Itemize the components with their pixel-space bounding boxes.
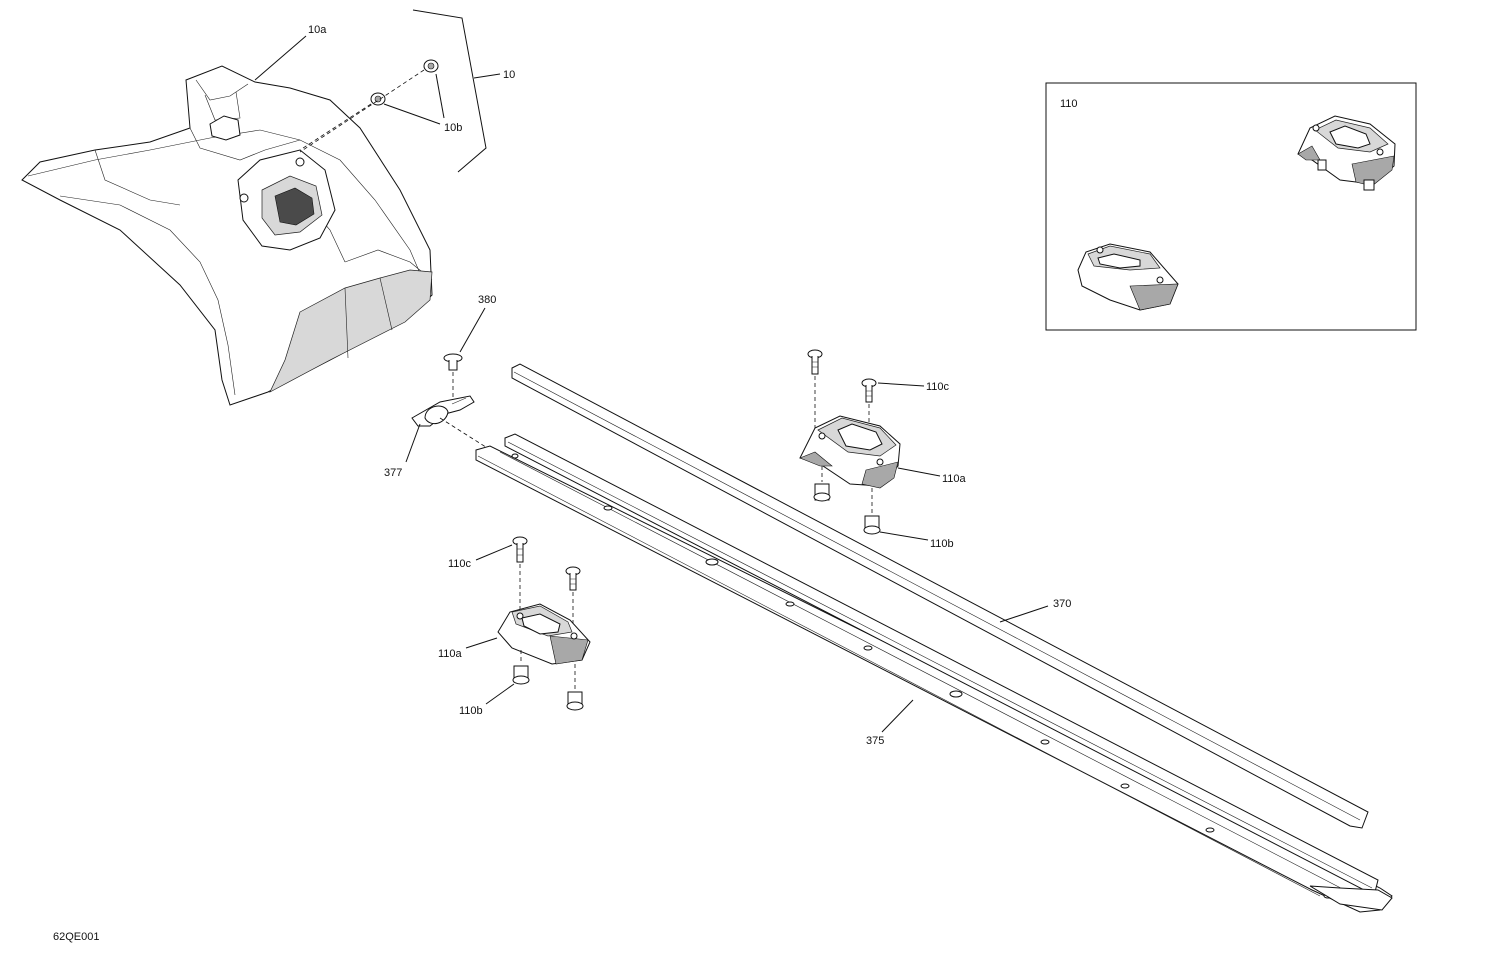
callout-labels: 10a 10 10b 380 377 110 110c 110a 110b 37… bbox=[53, 24, 1078, 943]
label-10b: 10b bbox=[444, 122, 462, 134]
group-bracket-10 bbox=[412, 9, 501, 173]
label-377: 377 bbox=[384, 467, 402, 479]
label-375: 375 bbox=[866, 735, 884, 747]
handle-upper bbox=[799, 349, 941, 541]
inset-box-110 bbox=[1045, 82, 1417, 331]
clip-380 bbox=[443, 307, 486, 398]
rail-370 bbox=[511, 363, 1369, 829]
label-110: 110 bbox=[1060, 98, 1078, 110]
rail-375 bbox=[475, 433, 1393, 913]
label-110b-upper: 110b bbox=[930, 538, 954, 550]
label-110a-lower: 110a bbox=[438, 648, 463, 660]
clip-377 bbox=[405, 395, 501, 463]
label-10: 10 bbox=[503, 69, 515, 81]
label-10a: 10a bbox=[308, 24, 327, 36]
label-110b-lower: 110b bbox=[459, 705, 483, 717]
inset-handle-left bbox=[1077, 243, 1179, 311]
label-110c-lower: 110c bbox=[448, 558, 472, 570]
label-370: 370 bbox=[1053, 598, 1071, 610]
fender-panel bbox=[21, 65, 433, 406]
drawing-code: 62QE001 bbox=[53, 931, 99, 943]
label-380: 380 bbox=[478, 294, 496, 306]
label-110a-upper: 110a bbox=[942, 473, 967, 485]
handle-lower bbox=[465, 536, 591, 711]
label-110c-upper: 110c bbox=[926, 381, 950, 393]
fastener-10b bbox=[299, 59, 445, 153]
inset-handle-right bbox=[1297, 115, 1396, 191]
